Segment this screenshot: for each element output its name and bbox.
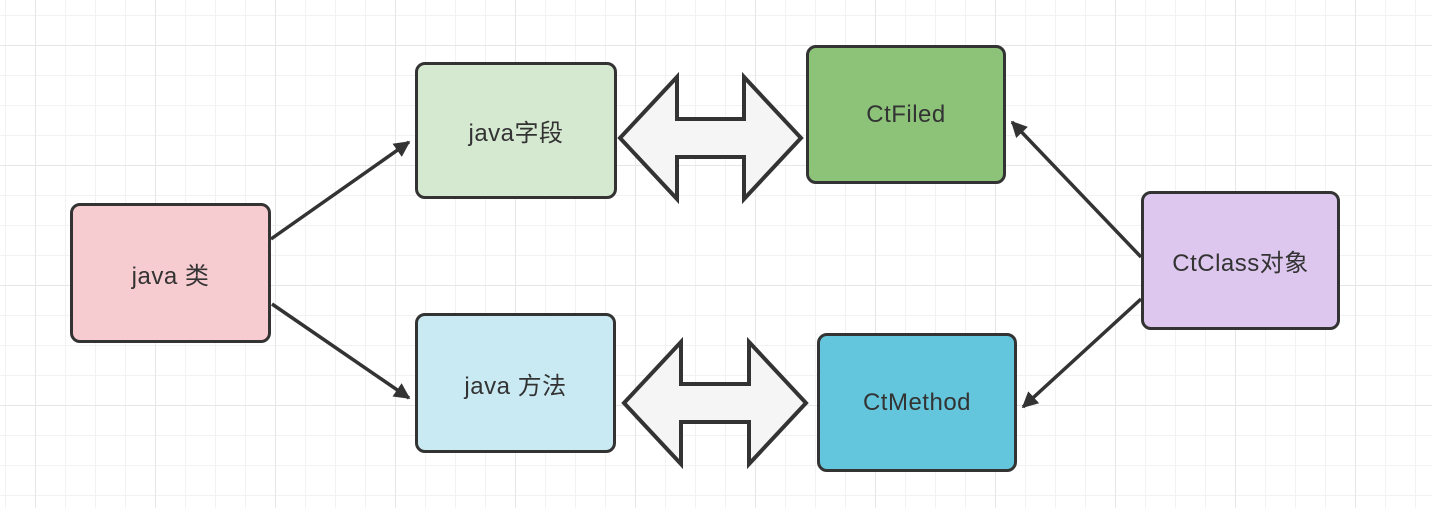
node-java-class-label: java 类 bbox=[131, 262, 210, 290]
arrow-ctclass-to-ctfiled bbox=[1010, 120, 1143, 259]
node-java-method-label: java 方法 bbox=[464, 372, 567, 400]
node-ct-class: CtClass对象 bbox=[1141, 191, 1340, 330]
node-ct-method-label: CtMethod bbox=[862, 388, 972, 416]
node-java-class: java 类 bbox=[70, 203, 271, 343]
node-java-method: java 方法 bbox=[415, 313, 616, 453]
arrow-javaclass-to-javamethod bbox=[271, 302, 411, 400]
node-ct-filed: CtFiled bbox=[806, 45, 1006, 184]
node-ct-method: CtMethod bbox=[817, 333, 1017, 472]
node-ct-class-label: CtClass对象 bbox=[1172, 250, 1309, 277]
node-java-field: java字段 bbox=[415, 62, 617, 199]
double-arrow-javafield-ctfiled bbox=[617, 71, 804, 205]
arrow-javaclass-to-javafield bbox=[269, 140, 411, 241]
node-java-field-label: java字段 bbox=[468, 120, 564, 147]
arrow-ctclass-to-ctmethod bbox=[1021, 297, 1143, 409]
node-ct-filed-label: CtFiled bbox=[866, 100, 946, 128]
double-arrow-javamethod-ctmethod bbox=[621, 336, 809, 470]
